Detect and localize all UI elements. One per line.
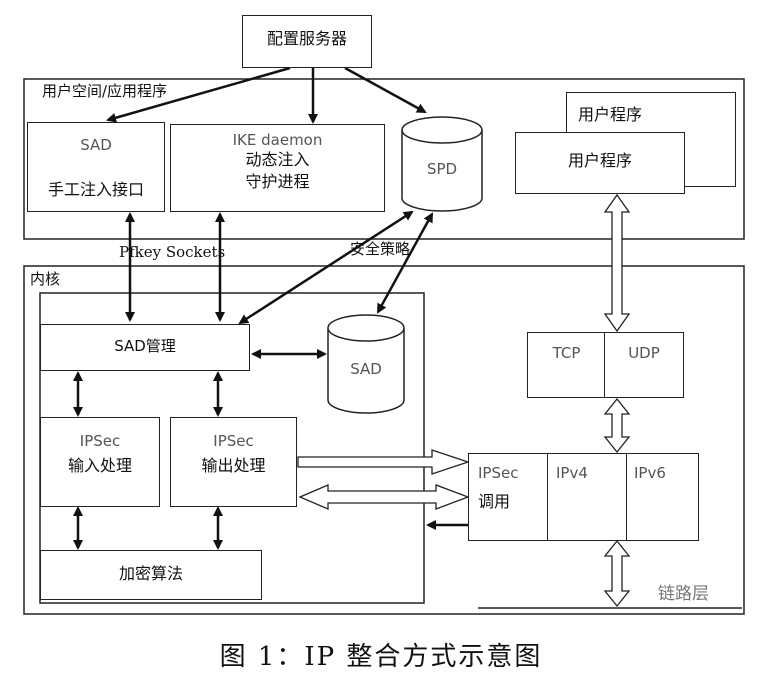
ipsec-input-line1: IPSec — [79, 432, 121, 450]
pfkey-label: Pfkey Sockets — [119, 243, 226, 261]
tcp-label: TCP — [552, 344, 581, 362]
ike-line3: 守护进程 — [245, 172, 310, 191]
ipsec-output-box — [170, 417, 297, 507]
hollow-double-arrow — [298, 484, 470, 510]
link-layer-label: 链路层 — [658, 584, 709, 604]
sad-management-label: SAD管理 — [114, 337, 176, 355]
spd-label: SPD — [426, 160, 458, 178]
sad-db-cylinder — [327, 314, 405, 414]
config-server-box — [242, 15, 372, 68]
security-policy-label: 安全策略 — [350, 240, 411, 258]
spd-cylinder — [401, 116, 483, 212]
hollow-arrow-tcp-ip — [603, 397, 631, 454]
hollow-arrow-out-to-ipsec — [297, 449, 471, 475]
arrow-spd-saddb — [376, 212, 434, 314]
sad-manual-line1: SAD — [80, 136, 112, 154]
ipv6-label: IPv6 — [634, 464, 666, 482]
sad-manual-line2: 手工注入接口 — [47, 180, 144, 199]
sad-management-box — [40, 324, 250, 371]
kernel-title: 内核 — [30, 270, 61, 288]
arrow-server-to-sad — [106, 66, 291, 123]
ike-line2: 动态注入 — [245, 150, 310, 169]
ipv6-box — [626, 453, 699, 541]
ike-line1: IKE daemon — [232, 131, 323, 149]
ipsec-input-box — [40, 417, 160, 507]
ipsec-call-line1: IPSec — [478, 464, 519, 482]
ipsec-call-box — [468, 453, 549, 541]
ipv4-box — [547, 453, 628, 541]
config-server-label: 配置服务器 — [266, 29, 347, 48]
ike-daemon-box — [170, 124, 385, 212]
udp-label: UDP — [628, 344, 660, 362]
user-program-back-label: 用户程序 — [578, 105, 643, 124]
hollow-arrow-ip-link — [603, 539, 631, 608]
ipsec-output-line2: 输出处理 — [201, 456, 266, 475]
user-program-front-box — [515, 132, 685, 194]
crypto-algorithm-box — [40, 550, 262, 600]
ipv4-label: IPv4 — [556, 464, 588, 482]
user-program-front-label: 用户程序 — [567, 151, 632, 170]
figure-caption: 图 1：IP 整合方式示意图 — [219, 642, 543, 672]
sad-db-label: SAD — [350, 360, 382, 378]
arrow-spd-sadmgmt — [238, 210, 414, 325]
tcp-box — [527, 332, 606, 398]
arrow-server-to-spd — [344, 66, 427, 114]
crypto-algorithm-label: 加密算法 — [118, 564, 183, 583]
ipsec-call-line2: 调用 — [478, 492, 511, 511]
sad-manual-box — [27, 122, 165, 212]
ipsec-output-line1: IPSec — [213, 432, 254, 450]
user-space-title: 用户空间/应用程序 — [42, 82, 168, 100]
udp-box — [604, 332, 684, 398]
ipsec-input-line2: 输入处理 — [67, 456, 132, 475]
hollow-arrow-userprog-tcp — [603, 193, 631, 333]
